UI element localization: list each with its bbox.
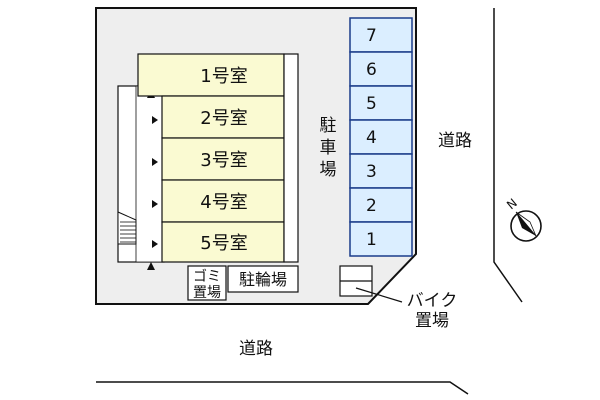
parking-space-number: 3 bbox=[366, 162, 377, 182]
parking-space[interactable] bbox=[349, 17, 413, 53]
parking-space[interactable] bbox=[349, 51, 413, 87]
building: 1号室 2号室 3号室 4号室 5号室 bbox=[137, 53, 299, 263]
garbage-label-line2: 置場 bbox=[193, 285, 221, 301]
garbage-label-line1: ゴミ bbox=[193, 268, 221, 285]
bike-parking-label-line1: バイク bbox=[407, 291, 458, 311]
parking-space-number: 5 bbox=[366, 94, 377, 114]
parking-space[interactable] bbox=[349, 85, 413, 121]
parking-space-number: 4 bbox=[366, 128, 377, 148]
room-label: 1号室 bbox=[200, 66, 247, 87]
room-label: 5号室 bbox=[200, 233, 247, 254]
room-1[interactable] bbox=[137, 53, 285, 97]
parking-spaces: 7 6 5 4 3 2 1 bbox=[349, 17, 413, 257]
parking-space-number: 6 bbox=[366, 60, 377, 80]
road-right-edge bbox=[493, 8, 523, 303]
parking-space[interactable] bbox=[349, 221, 413, 257]
bicycle-parking bbox=[227, 265, 299, 293]
garbage-area bbox=[187, 265, 227, 301]
balcony bbox=[283, 53, 299, 263]
bicycle-parking-label: 駐輪場 bbox=[239, 270, 287, 289]
room-label: 4号室 bbox=[200, 192, 247, 213]
bike-parking-leader bbox=[355, 287, 403, 303]
parking-lot-label-1: 駐 bbox=[320, 116, 337, 136]
parking-space[interactable] bbox=[349, 187, 413, 223]
corridor-inner bbox=[135, 85, 163, 263]
room-label: 2号室 bbox=[200, 108, 247, 129]
bike-parking-label-line2: 置場 bbox=[415, 311, 449, 331]
room-label: 3号室 bbox=[200, 150, 247, 171]
parking-space-number: 1 bbox=[366, 230, 377, 250]
road-bottom-edge bbox=[96, 381, 469, 395]
north-label: N bbox=[504, 196, 520, 212]
road-label-right: 道路 bbox=[438, 131, 472, 151]
room-5[interactable] bbox=[161, 221, 285, 263]
stairs-icon bbox=[117, 211, 137, 245]
room-3[interactable] bbox=[161, 137, 285, 181]
parking-space[interactable] bbox=[349, 153, 413, 189]
parking-space-number: 2 bbox=[366, 196, 377, 216]
parking-lot-label-3: 場 bbox=[320, 160, 337, 180]
north-arrow-icon: N bbox=[504, 196, 542, 242]
parking-space-number: 7 bbox=[366, 26, 377, 46]
parking-lot-label-2: 車 bbox=[320, 138, 337, 158]
parking-space[interactable] bbox=[349, 119, 413, 155]
road-label-bottom: 道路 bbox=[239, 339, 273, 359]
